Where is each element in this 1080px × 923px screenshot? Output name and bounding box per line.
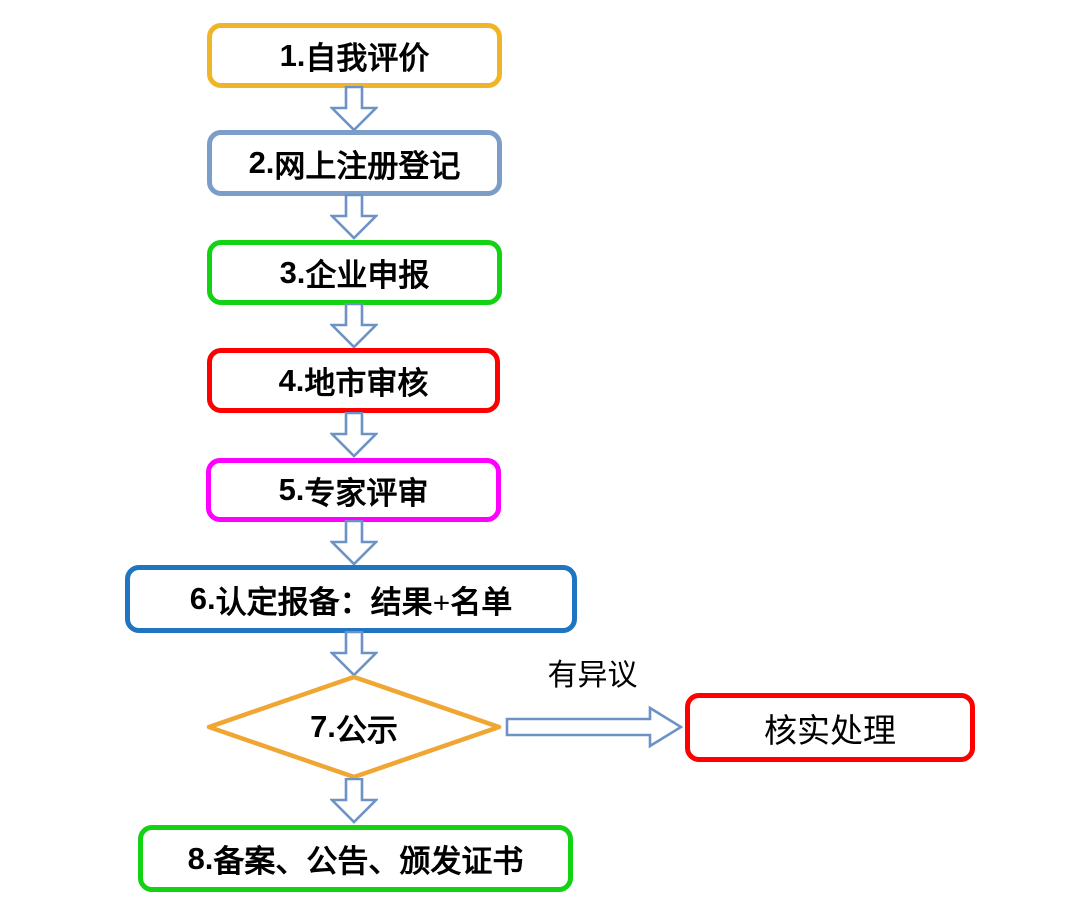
- step-number: 5.: [278, 472, 305, 507]
- arrow-down-icon: [328, 193, 380, 240]
- step-number: 2.: [248, 145, 275, 180]
- flow-step-3-enterprise-declaration: 3.企业申报: [207, 240, 502, 305]
- flow-step-5-expert-review: 5.专家评审: [206, 458, 501, 522]
- step-label-wrap: 7.公示: [206, 674, 502, 780]
- step-label: 公示: [335, 712, 398, 748]
- step-number: 8.: [187, 840, 214, 876]
- step-label: 核实处理: [764, 713, 896, 750]
- arrow-down-icon: [328, 777, 380, 824]
- arrow-down-icon: [328, 411, 380, 458]
- arrow-down-icon: [328, 302, 380, 349]
- step-label: 专家评审: [304, 475, 429, 511]
- arrow-right-icon: [505, 705, 684, 749]
- flow-step-verify-handle: 核实处理: [685, 693, 975, 762]
- flow-step-7-publicity-decision: 7.公示: [206, 674, 502, 780]
- step-number: 3.: [279, 254, 306, 290]
- diamond-shape: [206, 674, 502, 780]
- step-number: 1.: [279, 37, 306, 73]
- arrow-down-icon: [328, 519, 380, 566]
- arrow-down-icon: [328, 85, 380, 132]
- step-number: 4.: [278, 362, 305, 398]
- step-label: 备案、公告、颁发证书: [213, 844, 524, 879]
- arrow-down-icon: [328, 630, 380, 677]
- flow-step-2-online-registration: 2.网上注册登记: [207, 130, 502, 196]
- step-label: 企业申报: [305, 258, 430, 293]
- step-number: 7.: [310, 709, 336, 744]
- step-label: 地市审核: [304, 366, 429, 401]
- flow-step-4-city-review: 4.地市审核: [207, 348, 500, 413]
- flow-step-1-self-evaluation: 1.自我评价: [207, 23, 502, 88]
- step-label: 网上注册登记: [274, 148, 461, 184]
- step-label: 自我评价: [305, 41, 430, 76]
- flow-step-6-recognition-filing: 6.认定报备：结果+名单: [125, 565, 577, 633]
- edge-label-objection: 有异议: [547, 659, 638, 692]
- step-number: 6.: [189, 581, 216, 616]
- step-label: 认定报备：结果+名单: [215, 584, 513, 620]
- flow-step-8-filing-announcement-certificate: 8.备案、公告、颁发证书: [138, 825, 573, 892]
